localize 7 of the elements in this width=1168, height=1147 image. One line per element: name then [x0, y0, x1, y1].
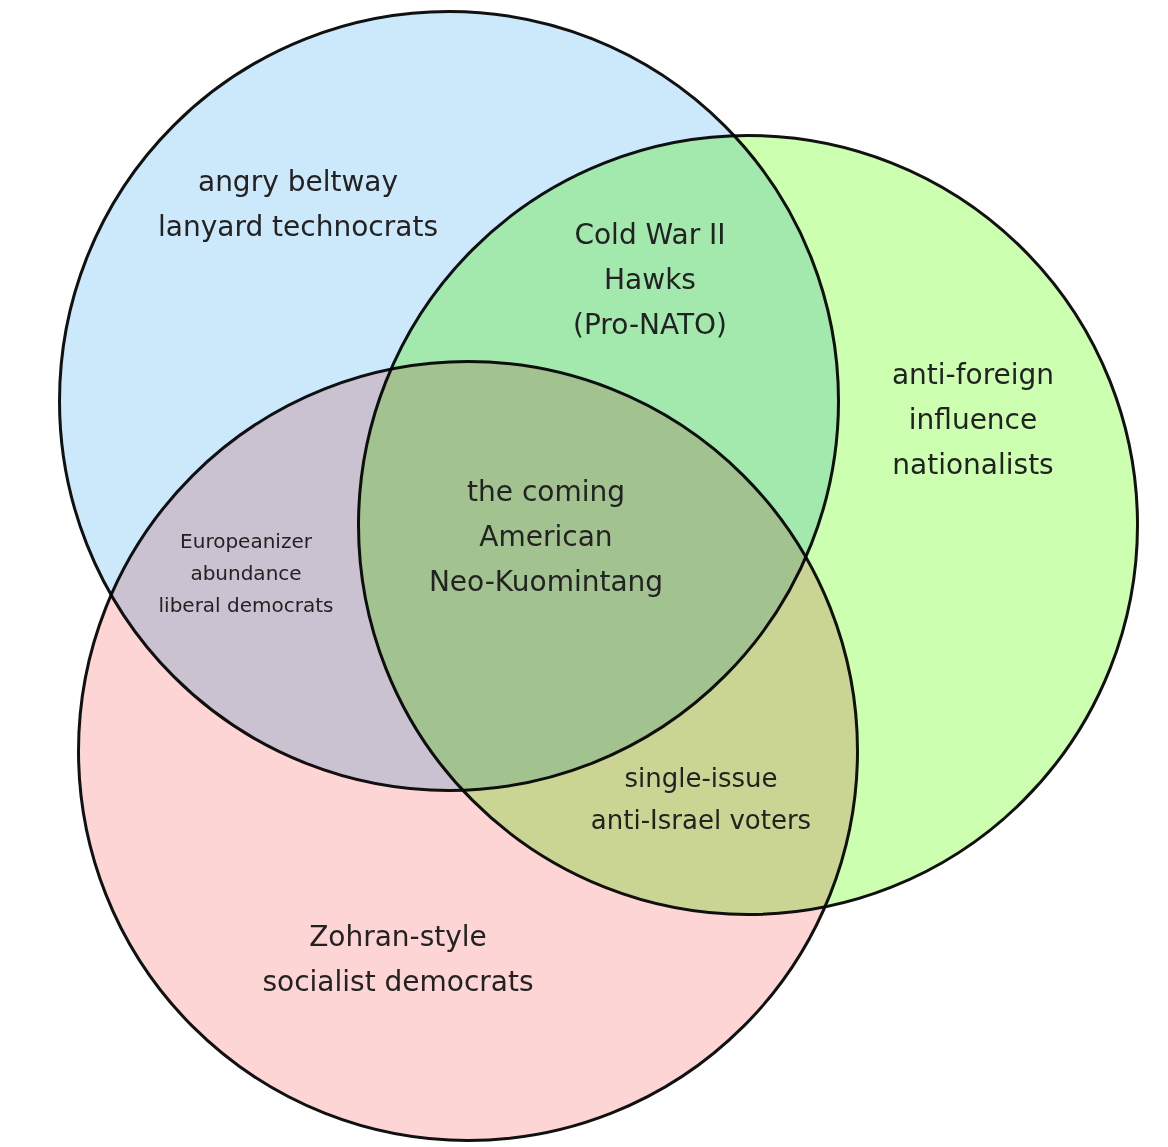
circle-label: anti-foreign influence nationalists [891, 356, 1055, 483]
circle-label: angry beltway lanyard technocrats [158, 164, 438, 245]
overlap-label: Cold War II Hawks (Pro-NATO) [573, 216, 727, 343]
circle-label: Zohran-style socialist democrats [262, 919, 534, 1000]
overlap-label: the coming American Neo-Kuomintang [428, 473, 664, 600]
overlap-label: single-issue anti-Israel voters [590, 762, 812, 837]
overlap-label: Europeanizer abundance liberal democrats [158, 528, 334, 619]
